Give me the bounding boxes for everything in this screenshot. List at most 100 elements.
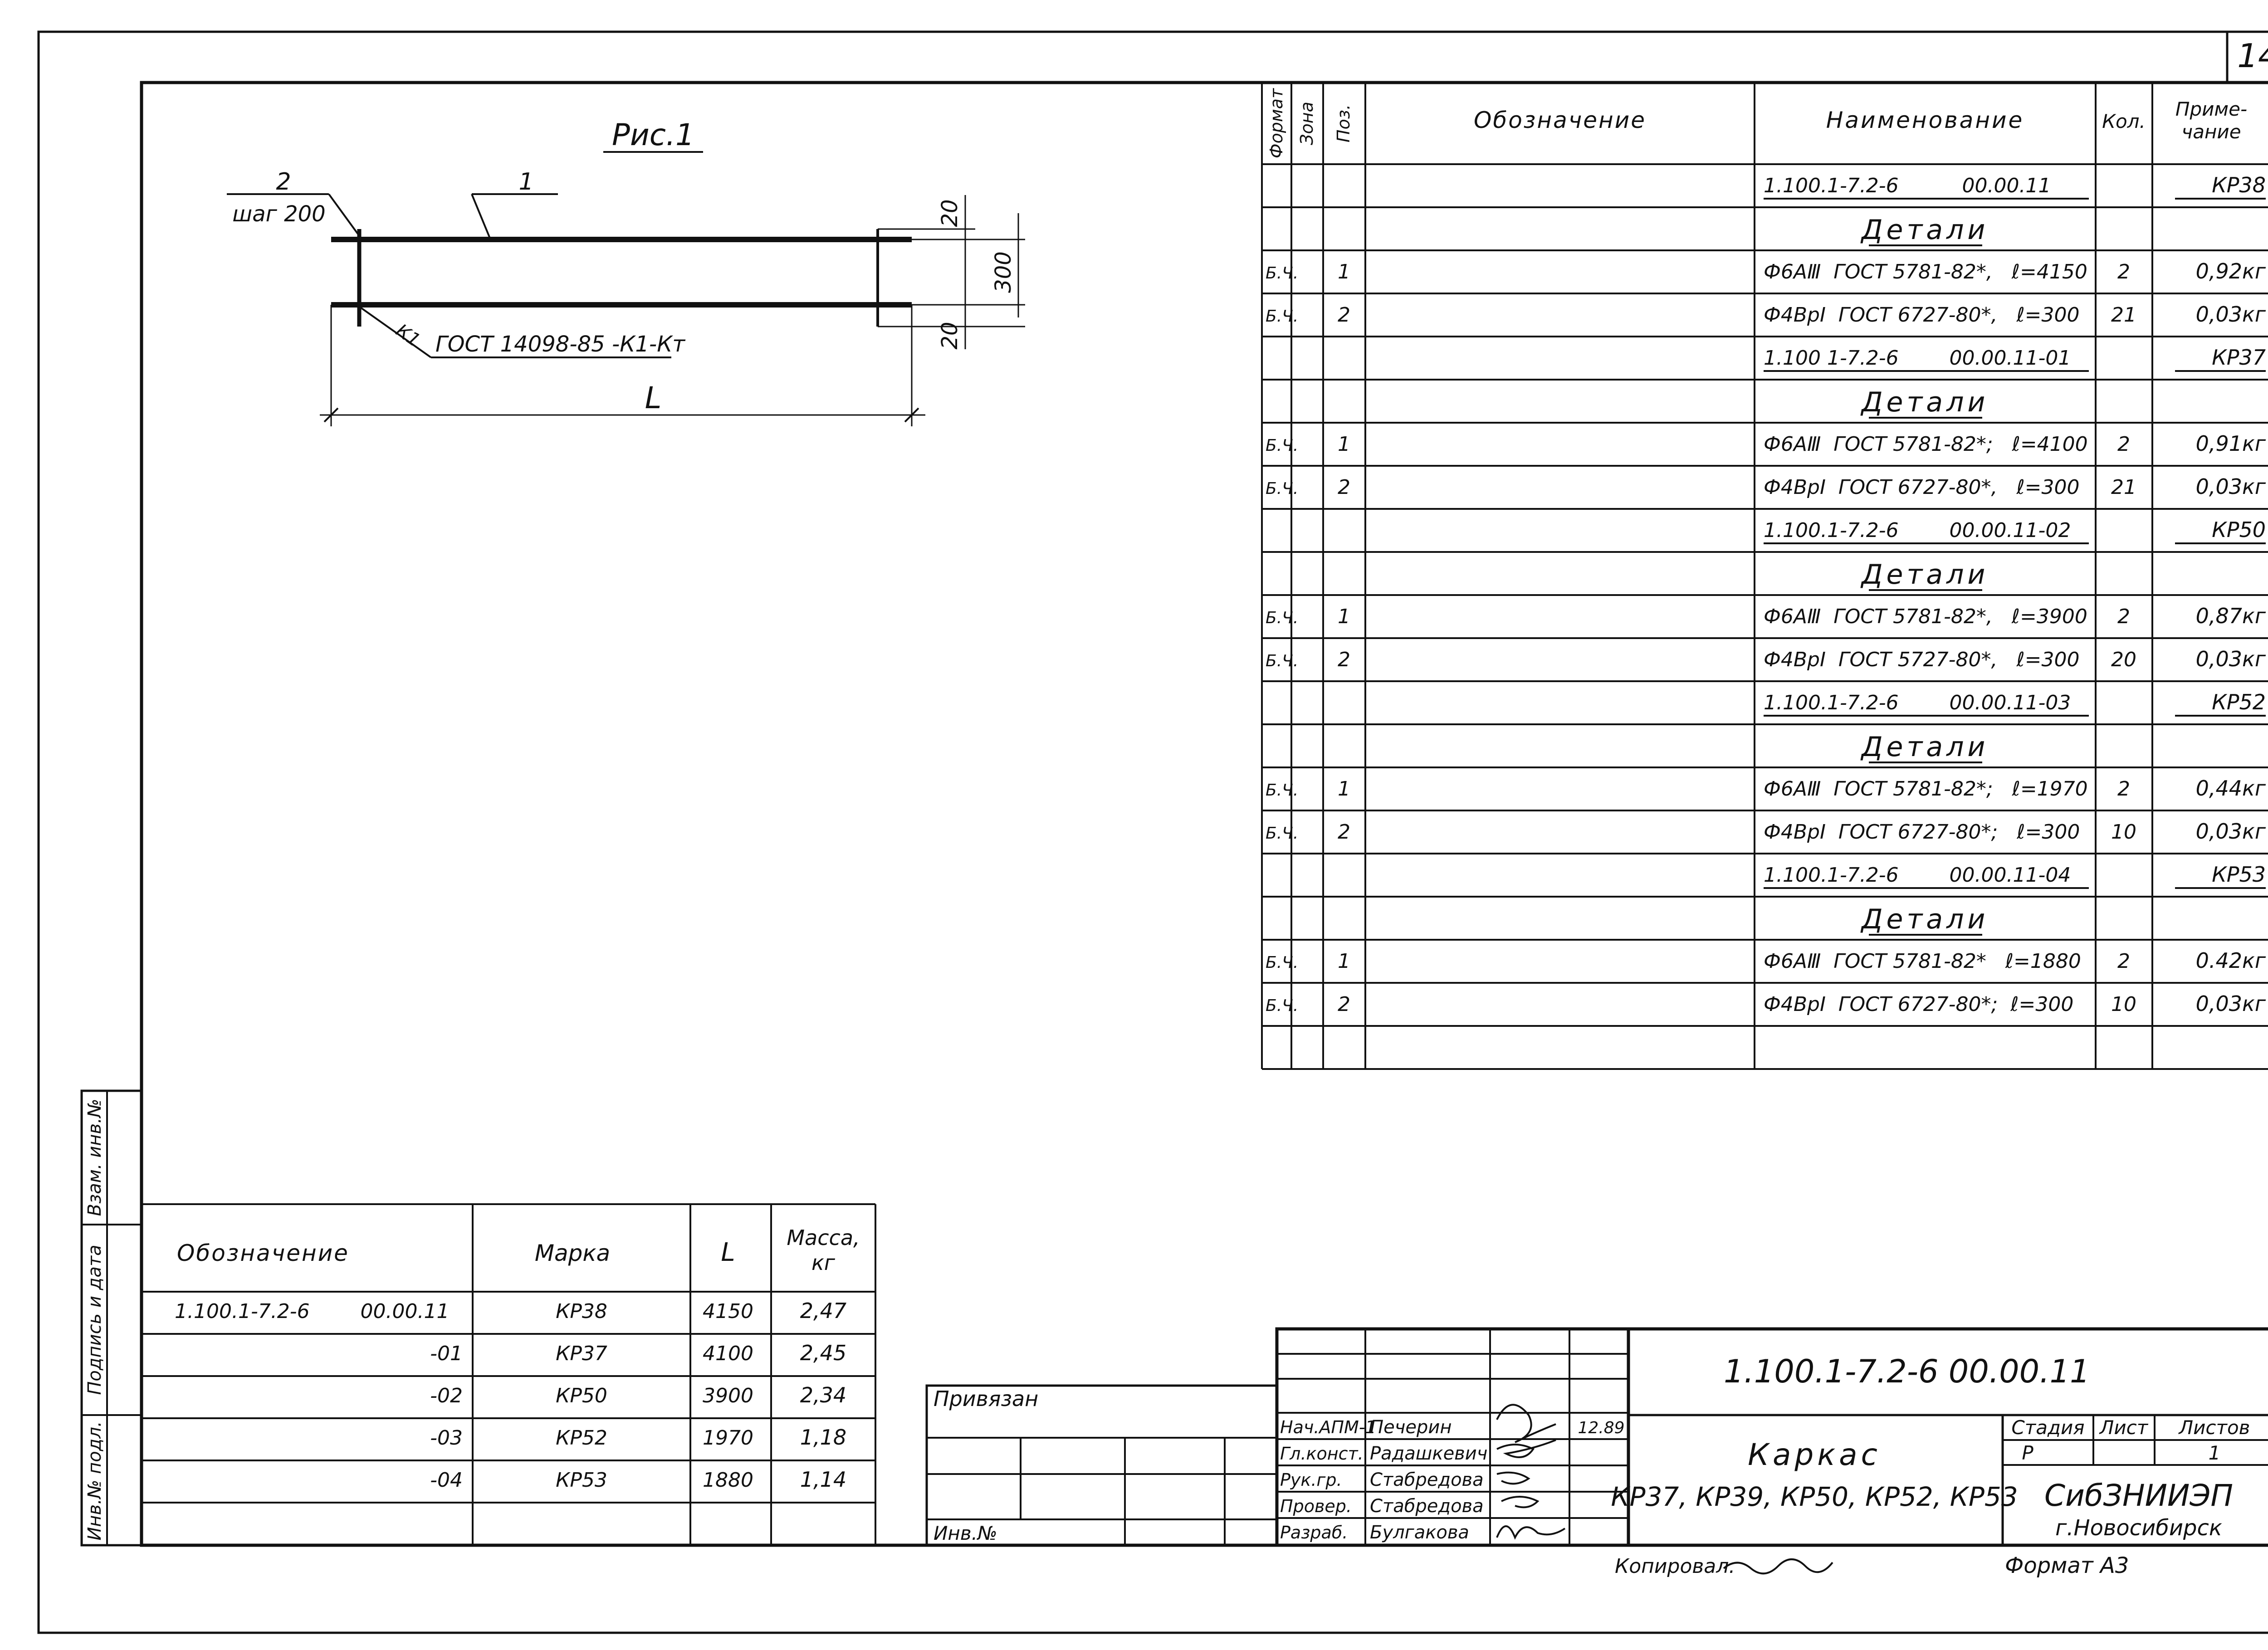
format-label: Формат А3 xyxy=(2005,1553,2129,1578)
spec-row-name: 1.100.1-7.2-6 00.00.11-03 xyxy=(1764,691,2071,714)
org-city: г.Новосибирск xyxy=(2055,1515,2222,1541)
spec-row-format: Б.Ч. xyxy=(1266,609,1298,627)
weld-mark: К1 xyxy=(392,320,424,351)
spec-row-note: КР37 xyxy=(2212,345,2266,370)
spec-section-title: Детали xyxy=(1860,386,1989,418)
dim-total: 300 xyxy=(991,251,1016,293)
marks-row-mark: КР50 xyxy=(556,1384,607,1407)
spec-row-qty: 2 xyxy=(2117,605,2130,628)
spec-row-note: 0,03кг xyxy=(2196,474,2266,499)
spec-header-qty: Кол. xyxy=(2102,110,2146,132)
marks-row-mark: КР37 xyxy=(556,1342,607,1365)
marks-row-mark: КР38 xyxy=(556,1300,607,1323)
org-name: СибЗНИИЭП xyxy=(2044,1478,2233,1513)
title-line2: КР37, КР39, КР50, КР52, КР53 xyxy=(1611,1481,2018,1512)
marks-row-L: 1970 xyxy=(703,1426,753,1450)
marks-header-designation: Обозначение xyxy=(177,1240,349,1266)
spec-row-format: Б.Ч. xyxy=(1266,953,1298,972)
stage-label: Стадия xyxy=(2011,1416,2084,1439)
signature-name: Стабредова xyxy=(1370,1469,1484,1490)
spec-row-qty: 10 xyxy=(2111,993,2136,1016)
spec-header-format: Формат xyxy=(1266,88,1286,158)
binding-block: Привязан Инв.№ xyxy=(925,1384,1278,1547)
spec-row-name: 1.100 1-7.2-6 00.00.11-01 xyxy=(1764,347,2071,370)
spec-row-format: Б.Ч. xyxy=(1266,307,1298,326)
marks-row-mass: 2,47 xyxy=(800,1299,846,1323)
spec-row: 1.100 1-7.2-6 00.00.11-01 КР37 xyxy=(1764,345,2266,372)
spec-row-note: КР53 xyxy=(2212,862,2266,887)
spec-row-name: Ф6АⅢ ГОСТ 5781-82* ℓ=1880 xyxy=(1764,950,2081,973)
spec-row-note: 0,44кг xyxy=(2196,776,2266,801)
pos1-label: 1 xyxy=(518,168,533,195)
spec-row-format: Б.Ч. xyxy=(1266,652,1298,670)
weld-gost: ГОСТ 14098-85 -К1-Кт xyxy=(435,332,686,357)
marks-row-L: 1880 xyxy=(703,1469,753,1492)
sheet-number-box: 14 xyxy=(2226,32,2268,83)
marks-row-mass: 2,45 xyxy=(800,1341,846,1365)
sheets-value: 1 xyxy=(2209,1442,2221,1464)
marks-row-L: 4100 xyxy=(703,1342,753,1365)
marks-row-designation: -02 xyxy=(430,1384,463,1407)
marks-row-designation: -04 xyxy=(430,1469,463,1492)
dim-length: L xyxy=(645,381,662,415)
spec-row-format: Б.Ч. xyxy=(1266,996,1298,1015)
spec-row-name: Ф6АⅢ ГОСТ 5781-82*, ℓ=4150 xyxy=(1764,260,2087,283)
spec-row-pos: 1 xyxy=(1338,433,1350,456)
sheet-label: Лист xyxy=(2099,1416,2149,1439)
figure-title: Рис.1 xyxy=(612,117,694,152)
spec-row-note: 0,03кг xyxy=(2196,991,2266,1016)
spec-row-format: Б.Ч. xyxy=(1266,264,1298,283)
copied-label: Копировал. xyxy=(1615,1555,1735,1578)
spec-row-format: Б.Ч. xyxy=(1266,781,1298,800)
spec-row-qty: 2 xyxy=(2117,260,2130,283)
outer-frame xyxy=(37,30,2268,1634)
spec-row-format: Б.Ч. xyxy=(1266,436,1298,455)
spec-row-note: 0,03кг xyxy=(2196,819,2266,844)
signature-row: Гл.конст.Радашкевич xyxy=(1280,1443,1487,1464)
spec-header-note: Приме-чание xyxy=(2175,98,2247,143)
spec-row-pos: 1 xyxy=(1338,260,1350,283)
signatures xyxy=(1496,1404,1566,1540)
marks-row-mass: 1,18 xyxy=(800,1425,846,1450)
spec-row-format: Б.Ч. xyxy=(1266,824,1298,843)
spec-row: 1.100.1-7.2-6 00.00.11-04 КР53 xyxy=(1764,862,2266,889)
spec-row-pos: 2 xyxy=(1338,648,1350,671)
spec-row-pos: 1 xyxy=(1338,605,1350,628)
spec-row: Б.Ч. 1 Ф6АⅢ ГОСТ 5781-82*, ℓ=4150 2 0,92кг xyxy=(1266,259,2266,283)
spec-header-name: Наименование xyxy=(1826,107,2024,133)
spec-row-name: Ф4ВрⅠ ГОСТ 6727-80*, ℓ=300 xyxy=(1764,476,2079,499)
spec-row-note: КР38 xyxy=(2212,173,2266,197)
marks-row-designation: -01 xyxy=(430,1342,463,1365)
sheets-label: Листов xyxy=(2178,1416,2250,1439)
binding-label: Привязан xyxy=(934,1386,1038,1411)
marks-row-mass: 1,14 xyxy=(800,1467,846,1492)
side-stamp-inv-orig: Инв.№ подл. xyxy=(84,1421,105,1540)
marks-row-L: 4150 xyxy=(703,1300,753,1323)
spec-row-qty: 10 xyxy=(2111,820,2136,844)
spec-row: Детали xyxy=(1860,214,1989,246)
spec-row-note: 0,87кг xyxy=(2196,604,2266,628)
sign-date: 12.89 xyxy=(1578,1419,1624,1437)
signature-role: Нач.АПМ-1 xyxy=(1280,1417,1376,1437)
spec-row-note: КР50 xyxy=(2212,517,2266,542)
spec-section-title: Детали xyxy=(1860,559,1989,591)
spec-row-note: 0,92кг xyxy=(2196,259,2266,283)
title-line1: Каркас xyxy=(1748,1437,1881,1472)
spec-section-title: Детали xyxy=(1860,214,1989,246)
spec-row-pos: 1 xyxy=(1338,777,1350,801)
marks-row-mass: 2,34 xyxy=(800,1383,846,1407)
spec-row-name: 1.100.1-7.2-6 00.00.11-04 xyxy=(1764,864,2071,887)
signature-role: Разраб. xyxy=(1280,1523,1348,1543)
